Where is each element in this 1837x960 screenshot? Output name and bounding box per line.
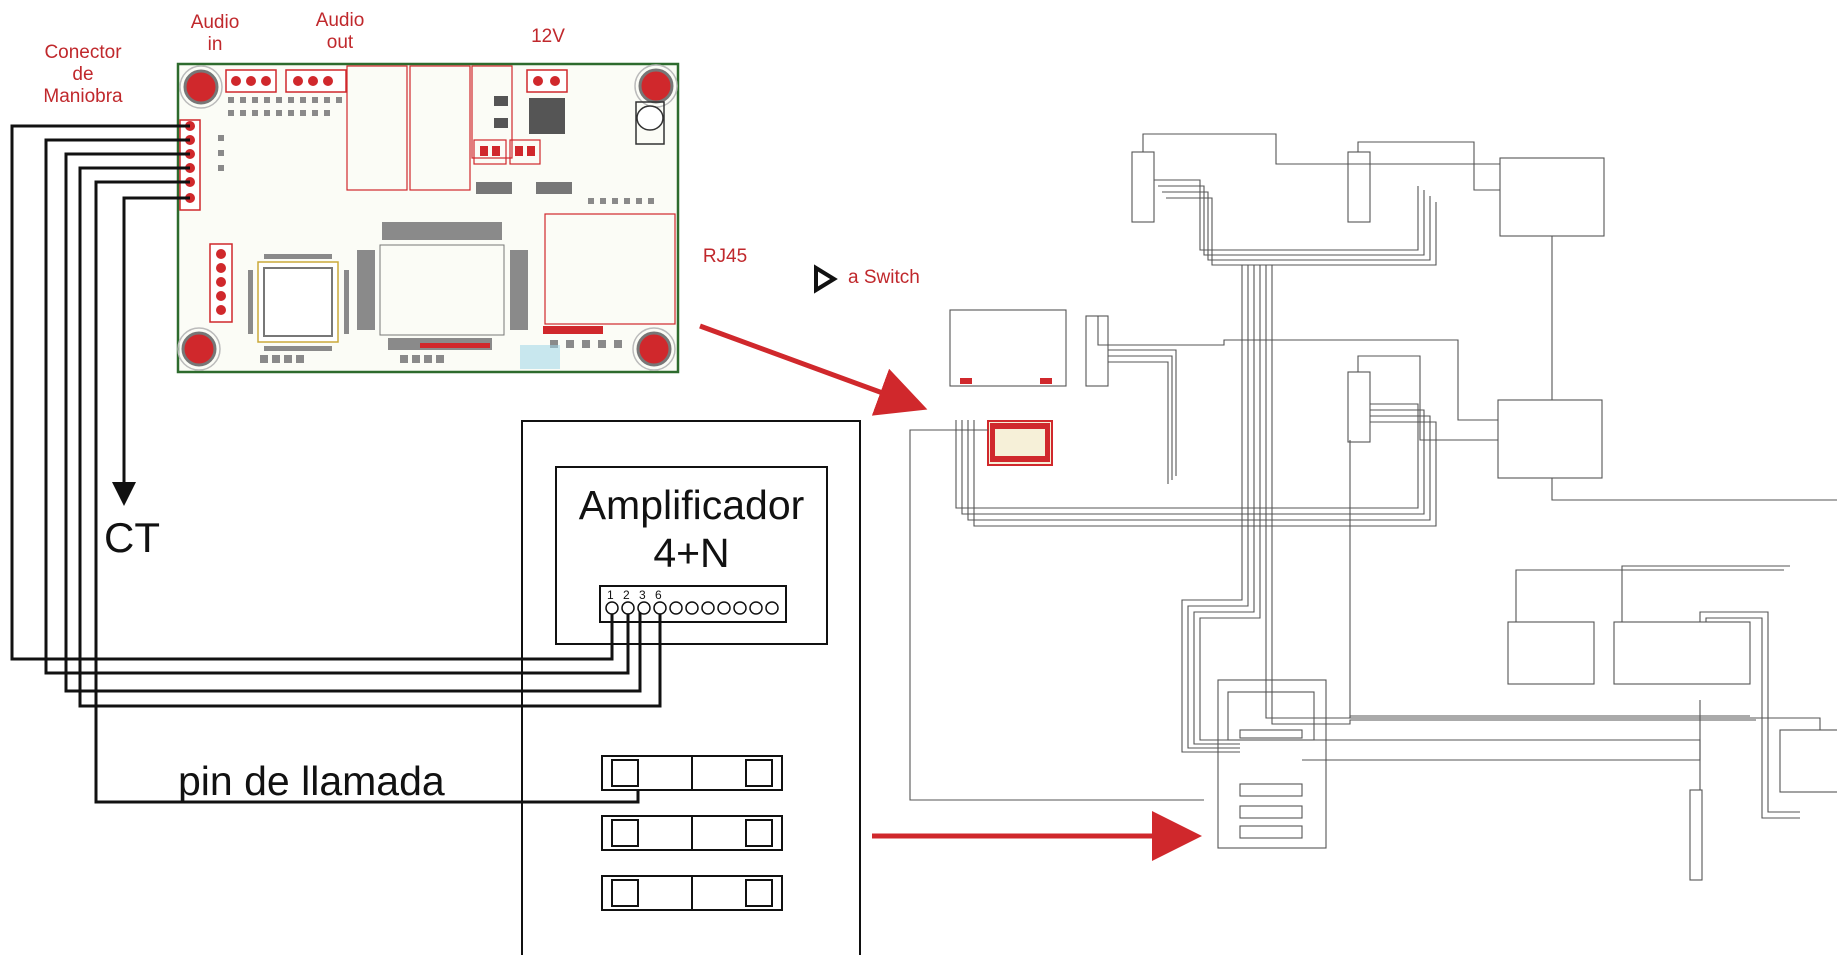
controller-board — [176, 62, 680, 374]
terminal-number: 3 — [639, 588, 646, 602]
system-schematic — [909, 133, 1837, 881]
audio-out-connector — [285, 69, 347, 93]
amplifier-terminal-block — [605, 601, 779, 615]
ct-label: CT — [104, 514, 160, 561]
terminal-number: 2 — [623, 588, 630, 602]
audio-in-label: Audio in — [190, 12, 240, 55]
amplifier-cabinet — [521, 420, 861, 960]
arrow-to-switch — [699, 323, 928, 416]
maneuver-connector-label: Conector de Maniobra — [43, 42, 123, 107]
relay-module — [601, 755, 783, 911]
power-label: 12V — [531, 26, 565, 47]
power-connector — [526, 69, 568, 93]
amplifier-subtitle: 4+N — [653, 530, 730, 576]
terminal-number: 1 — [607, 588, 614, 602]
schematic-controller-board — [960, 378, 1052, 462]
amplifier-title: Amplificador — [578, 482, 805, 528]
maneuver-wires — [10, 124, 662, 804]
switch-label: a Switch — [848, 267, 920, 288]
play-triangle-icon — [814, 264, 838, 294]
terminal-number: 6 — [655, 588, 662, 602]
call-pin-label: pin de llamada — [178, 758, 445, 804]
rj45-label: RJ45 — [702, 246, 748, 267]
audio-out-label: Audio out — [315, 10, 365, 53]
audio-in-connector — [225, 69, 277, 93]
